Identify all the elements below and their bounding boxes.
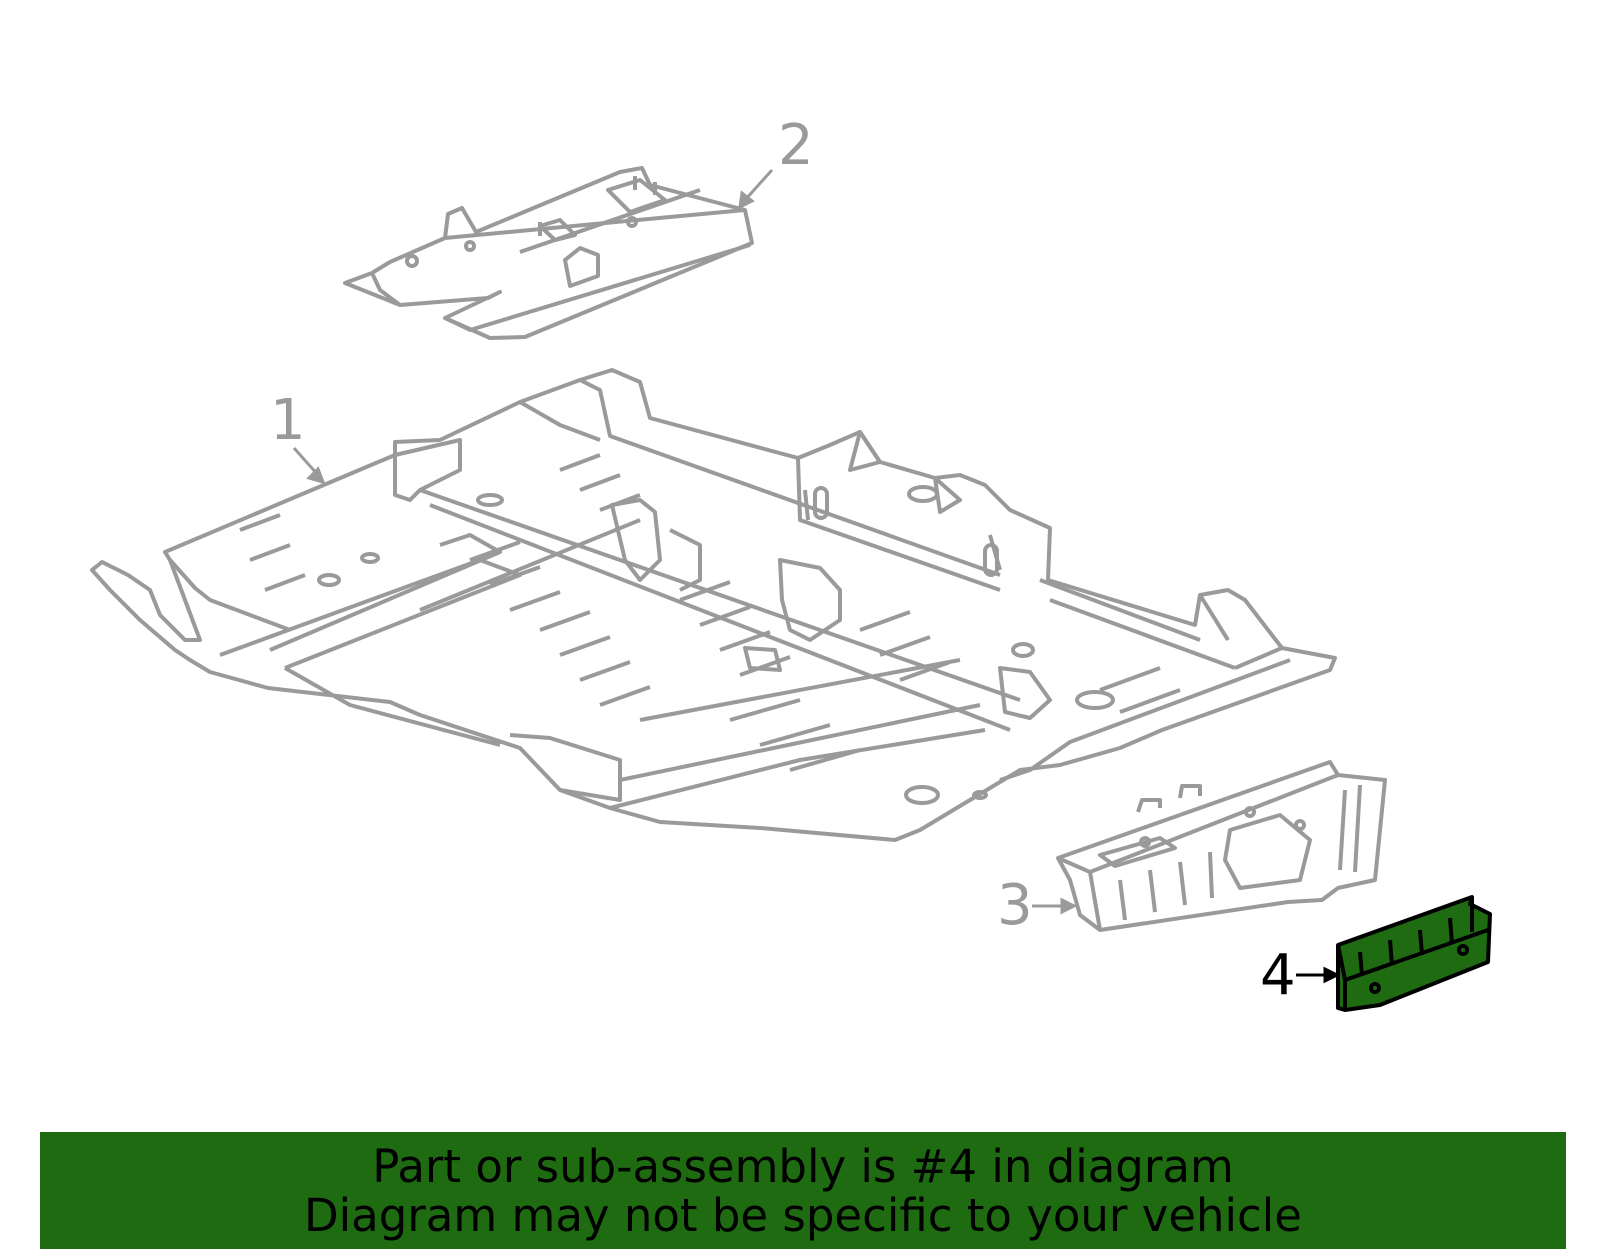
part-4-drawing bbox=[1336, 895, 1492, 1012]
banner-line-2: Diagram may not be specific to your vehi… bbox=[304, 1189, 1302, 1242]
part-1-drawing bbox=[90, 368, 1337, 842]
leader-arrowhead-4 bbox=[1323, 966, 1341, 984]
callout-number-4: 4 bbox=[1260, 943, 1296, 1008]
leader-arrowhead-2 bbox=[738, 190, 755, 210]
callout-leaders bbox=[292, 168, 1341, 984]
info-banner: Part or sub-assembly is #4 in diagram Di… bbox=[40, 1132, 1566, 1249]
leader-arrowhead-3 bbox=[1060, 897, 1078, 915]
part-3-drawing bbox=[1056, 760, 1387, 932]
banner-line-1: Part or sub-assembly is #4 in diagram bbox=[372, 1140, 1234, 1193]
leader-arrowhead-1 bbox=[306, 466, 326, 485]
leader-arrow-1 bbox=[292, 447, 320, 476]
callout-number-3: 3 bbox=[997, 873, 1033, 938]
callout-number-2: 2 bbox=[778, 113, 814, 178]
leader-arrow-2 bbox=[743, 168, 774, 202]
parts-diagram bbox=[90, 166, 1492, 1012]
callout-number-1: 1 bbox=[270, 388, 306, 453]
part-2-drawing bbox=[343, 166, 754, 340]
